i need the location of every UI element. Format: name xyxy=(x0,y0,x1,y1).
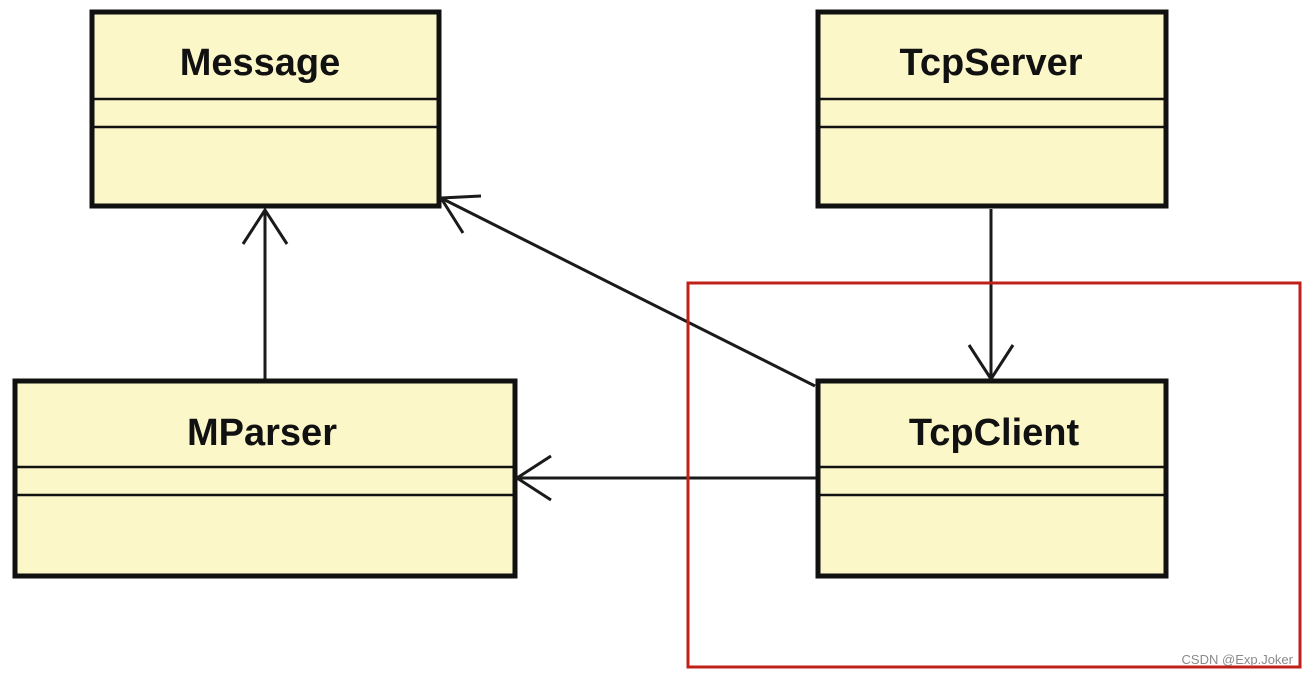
class-message-box xyxy=(89,9,442,209)
arrow-head-open xyxy=(514,454,552,502)
class-tcpserver-name: TcpServer xyxy=(899,42,1082,84)
arrow-head-open xyxy=(438,194,482,234)
class-tcpserver-box xyxy=(815,9,1169,209)
arrow-head-open xyxy=(241,207,289,245)
class-message-name: Message xyxy=(180,42,341,84)
arrow-mparser-to-message xyxy=(241,207,289,379)
arrow-tcpclient-to-message xyxy=(438,194,816,388)
class-tcpserver[interactable]: TcpServer xyxy=(815,9,1169,209)
class-mparser[interactable]: MParser xyxy=(12,378,518,579)
watermark-text: CSDN @Exp.Joker xyxy=(1181,652,1293,667)
class-message[interactable]: Message xyxy=(89,9,442,209)
arrow-tcpserver-to-tcpclient xyxy=(967,209,1015,382)
class-tcpclient-name: TcpClient xyxy=(909,412,1080,454)
arrow-tcpclient-to-mparser xyxy=(514,454,816,502)
arrow-head-open xyxy=(967,344,1015,382)
class-tcpclient[interactable]: TcpClient xyxy=(815,378,1169,579)
class-tcpclient-box xyxy=(815,378,1169,579)
highlight-box xyxy=(686,281,1302,669)
class-mparser-box xyxy=(12,378,518,579)
class-mparser-name: MParser xyxy=(187,412,337,454)
